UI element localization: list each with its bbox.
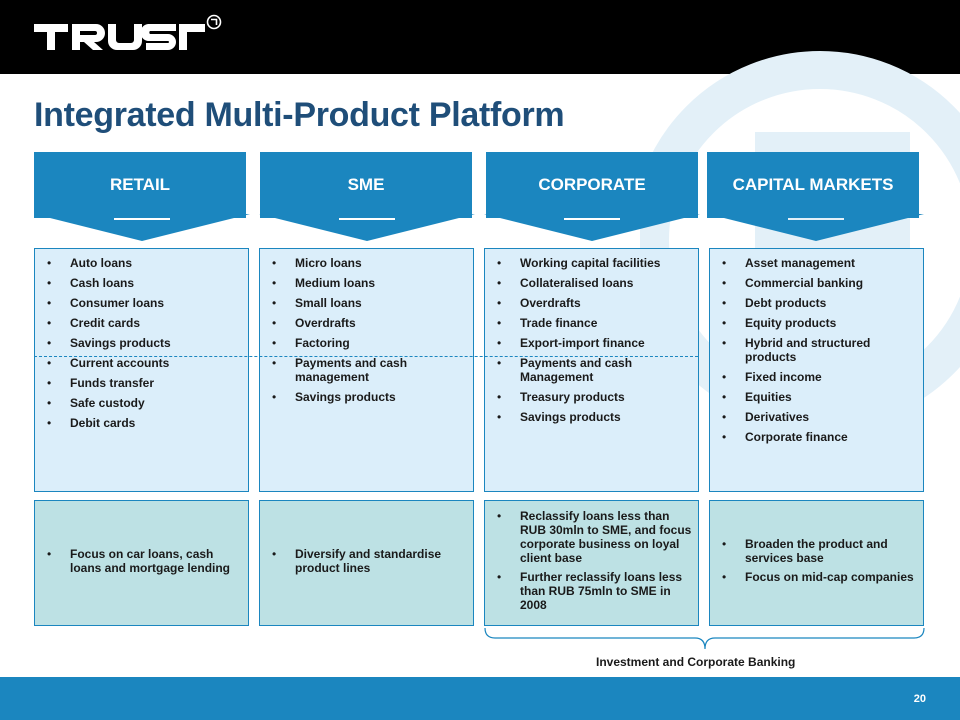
- retail-focus-list: Focus on car loans, cash loans and mortg…: [35, 547, 248, 580]
- dashed-divider: [34, 356, 698, 357]
- list-item: Derivatives: [710, 410, 923, 424]
- list-item: Micro loans: [260, 256, 473, 270]
- capital-markets-products-list: Asset management Commercial banking Debt…: [710, 249, 923, 444]
- list-item: Broaden the product and services base: [710, 537, 923, 565]
- list-item: Commercial banking: [710, 276, 923, 290]
- list-item: Savings products: [260, 390, 473, 404]
- corporate-focus-box: Reclassify loans less than RUB 30mln to …: [484, 500, 699, 626]
- trust-logo: [34, 14, 222, 50]
- list-item: Hybrid and structured products: [710, 336, 923, 364]
- retail-products-box: Auto loans Cash loans Consumer loans Cre…: [34, 248, 249, 492]
- list-item: Focus on car loans, cash loans and mortg…: [35, 547, 248, 575]
- list-item: Diversify and standardise product lines: [260, 547, 473, 575]
- brace-label: Investment and Corporate Banking: [596, 655, 796, 669]
- list-item: Trade finance: [485, 316, 698, 330]
- footer-bar: 20: [0, 677, 960, 720]
- list-item: Payments and cash management: [260, 356, 473, 384]
- list-item: Focus on mid-cap companies: [710, 570, 923, 584]
- list-item: Savings products: [485, 410, 698, 424]
- list-item: Credit cards: [35, 316, 248, 330]
- list-item: Export-import finance: [485, 336, 698, 350]
- list-item: Fixed income: [710, 370, 923, 384]
- curly-brace: [484, 627, 925, 650]
- sme-products-list: Micro loans Medium loans Small loans Ove…: [260, 249, 473, 404]
- down-arrow-icon: [34, 214, 250, 241]
- list-item: Treasury products: [485, 390, 698, 404]
- list-item: Payments and cash Management: [485, 356, 698, 384]
- header-capital-markets: CAPITAL MARKETS: [707, 152, 919, 218]
- list-item: Debt products: [710, 296, 923, 310]
- list-item: Debit cards: [35, 416, 248, 430]
- list-item: Corporate finance: [710, 430, 923, 444]
- header-retail: RETAIL: [34, 152, 246, 218]
- corporate-products-list: Working capital facilities Collateralise…: [485, 249, 698, 424]
- page-title: Integrated Multi-Product Platform: [34, 96, 565, 134]
- retail-products-list: Auto loans Cash loans Consumer loans Cre…: [35, 249, 248, 430]
- list-item: Overdrafts: [485, 296, 698, 310]
- list-item: Collateralised loans: [485, 276, 698, 290]
- corporate-focus-list: Reclassify loans less than RUB 30mln to …: [485, 509, 698, 617]
- down-arrow-icon: [259, 214, 475, 241]
- retail-focus-box: Focus on car loans, cash loans and mortg…: [34, 500, 249, 626]
- sme-focus-list: Diversify and standardise product lines: [260, 547, 473, 580]
- down-arrow-icon: [708, 214, 924, 241]
- header-sme: SME: [260, 152, 472, 218]
- list-item: Safe custody: [35, 396, 248, 410]
- list-item: Equities: [710, 390, 923, 404]
- capital-markets-products-box: Asset management Commercial banking Debt…: [709, 248, 924, 492]
- list-item: Cash loans: [35, 276, 248, 290]
- sme-products-box: Micro loans Medium loans Small loans Ove…: [259, 248, 474, 492]
- list-item: Asset management: [710, 256, 923, 270]
- corporate-products-box: Working capital facilities Collateralise…: [484, 248, 699, 492]
- list-item: Further reclassify loans less than RUB 7…: [485, 570, 698, 612]
- list-item: Reclassify loans less than RUB 30mln to …: [485, 509, 698, 565]
- list-item: Working capital facilities: [485, 256, 698, 270]
- page-number: 20: [913, 693, 926, 705]
- list-item: Small loans: [260, 296, 473, 310]
- list-item: Equity products: [710, 316, 923, 330]
- sme-focus-box: Diversify and standardise product lines: [259, 500, 474, 626]
- list-item: Medium loans: [260, 276, 473, 290]
- list-item: Funds transfer: [35, 376, 248, 390]
- header-corporate: CORPORATE: [486, 152, 698, 218]
- list-item: Auto loans: [35, 256, 248, 270]
- list-item: Savings products: [35, 336, 248, 350]
- list-item: Consumer loans: [35, 296, 248, 310]
- capital-markets-focus-box: Broaden the product and services base Fo…: [709, 500, 924, 626]
- list-item: Factoring: [260, 336, 473, 350]
- down-arrow-icon: [484, 214, 700, 241]
- top-bar: [0, 0, 960, 74]
- list-item: Overdrafts: [260, 316, 473, 330]
- capital-markets-focus-list: Broaden the product and services base Fo…: [710, 537, 923, 589]
- list-item: Current accounts: [35, 356, 248, 370]
